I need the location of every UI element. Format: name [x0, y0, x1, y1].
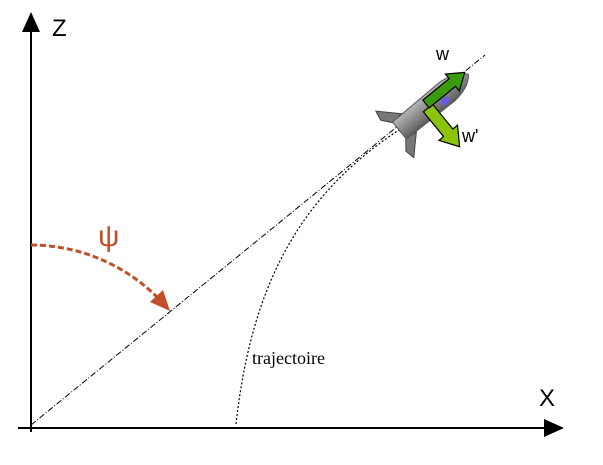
x-axis — [18, 419, 564, 437]
w-label: w — [435, 44, 450, 64]
psi-arrowhead-icon — [150, 290, 170, 311]
w-vector-arrow — [421, 71, 466, 109]
z-axis-arrowhead-icon — [22, 12, 40, 32]
trajectory-label: trajectoire — [252, 348, 325, 368]
x-axis-label: X — [539, 385, 555, 412]
w-prime-label: w' — [461, 126, 478, 146]
psi-angle-arc — [30, 243, 160, 300]
z-axis-label: Z — [52, 15, 67, 42]
x-axis-arrowhead-icon — [544, 419, 564, 437]
trajectory-curve — [235, 127, 403, 425]
w-prime-vector-arrow — [422, 103, 461, 148]
z-axis — [22, 12, 40, 432]
psi-label: ψ — [98, 220, 119, 253]
